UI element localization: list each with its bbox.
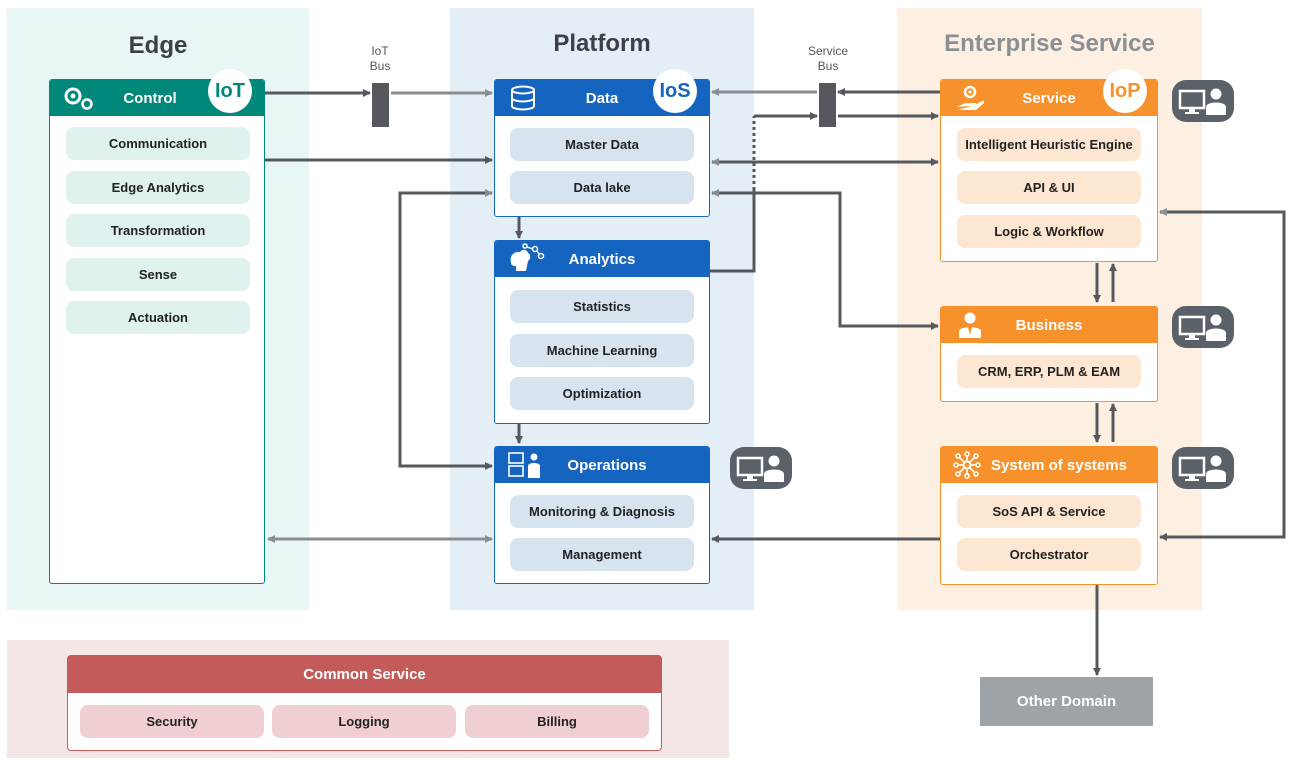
data-item-data-lake: Data lake: [510, 171, 694, 204]
control-item-actuation: Actuation: [66, 301, 250, 334]
sos-item-orchestrator: Orchestrator: [957, 538, 1141, 571]
analytics-card-header: Analytics: [495, 241, 709, 277]
gears-icon: [62, 85, 98, 115]
sos-card-title: System of systems: [991, 456, 1127, 474]
analytics-item-statistics: Statistics: [510, 290, 694, 323]
monitor-user-icon: [730, 447, 792, 489]
control-card-title: Control: [123, 89, 177, 107]
business-card-header: Business: [941, 307, 1157, 343]
control-item-communication: Communication: [66, 127, 250, 160]
service-bus-block: [819, 83, 836, 127]
operations-card-header: Operations: [495, 447, 709, 483]
common-item-billing: Billing: [465, 705, 649, 738]
hand-gear-icon: [955, 83, 985, 117]
control-item-transformation: Transformation: [66, 214, 250, 247]
service-item-api-ui: API & UI: [957, 171, 1141, 204]
enterprise-zone-title: Enterprise Service: [944, 30, 1155, 57]
common-service-header: Common Service: [68, 656, 661, 693]
control-item-edge-analytics: Edge Analytics: [66, 171, 250, 204]
data-item-master-data: Master Data: [510, 128, 694, 161]
business-item-crm-erp: CRM, ERP, PLM & EAM: [957, 355, 1141, 388]
operator-workstation-icon: [507, 450, 543, 484]
monitor-user-icon: [1172, 80, 1234, 122]
platform-zone-title: Platform: [553, 30, 651, 57]
control-item-sense: Sense: [66, 258, 250, 291]
sos-card-header: System of systems: [941, 447, 1157, 483]
control-card: Control IoT Communication Edge Analytics…: [49, 69, 265, 584]
analytics-card: Analytics Statistics Machine Learning Op…: [494, 240, 710, 424]
operations-card: Operations Monitoring & Diagnosis Manage…: [494, 446, 710, 584]
common-service-card: Common Service Security Logging Billing: [67, 655, 662, 751]
edge-zone-title: Edge: [128, 32, 188, 59]
analytics-item-machine-learning: Machine Learning: [510, 334, 694, 367]
service-card: Service IoP Intelligent Heuristic Engine…: [940, 69, 1158, 262]
brain-network-icon: [507, 243, 545, 277]
other-domain-box: Other Domain: [980, 677, 1153, 726]
operations-item-monitoring: Monitoring & Diagnosis: [510, 495, 694, 528]
network-hub-icon: [953, 451, 981, 483]
service-item-logic-workflow: Logic & Workflow: [957, 215, 1141, 248]
sos-card: System of systems SoS API & Service Orch…: [940, 446, 1158, 585]
common-item-logging: Logging: [272, 705, 456, 738]
data-card: Data IoS Master Data Data lake: [494, 69, 710, 217]
businessman-icon: [957, 311, 983, 343]
service-item-heuristic-engine: Intelligent Heuristic Engine: [957, 128, 1141, 161]
ios-badge: IoS: [653, 69, 697, 113]
analytics-item-optimization: Optimization: [510, 377, 694, 410]
service-bus-label: Service Bus: [807, 44, 848, 73]
data-card-title: Data: [585, 89, 619, 107]
iot-badge: IoT: [208, 69, 252, 113]
iot-bus-block: [372, 83, 389, 127]
service-card-title: Service: [1022, 89, 1076, 107]
analytics-card-title: Analytics: [568, 250, 636, 268]
iop-badge: IoP: [1103, 69, 1147, 113]
operations-card-title: Operations: [567, 456, 647, 474]
common-item-security: Security: [80, 705, 264, 738]
database-icon: [509, 85, 537, 115]
sos-item-api-service: SoS API & Service: [957, 495, 1141, 528]
business-card: Business CRM, ERP, PLM & EAM: [940, 306, 1158, 402]
operations-item-management: Management: [510, 538, 694, 571]
monitor-user-icon: [1172, 306, 1234, 348]
common-service-title: Common Service: [303, 666, 426, 683]
business-card-title: Business: [1015, 316, 1083, 334]
monitor-user-icon: [1172, 447, 1234, 489]
iot-bus-label: IoT Bus: [369, 44, 391, 73]
